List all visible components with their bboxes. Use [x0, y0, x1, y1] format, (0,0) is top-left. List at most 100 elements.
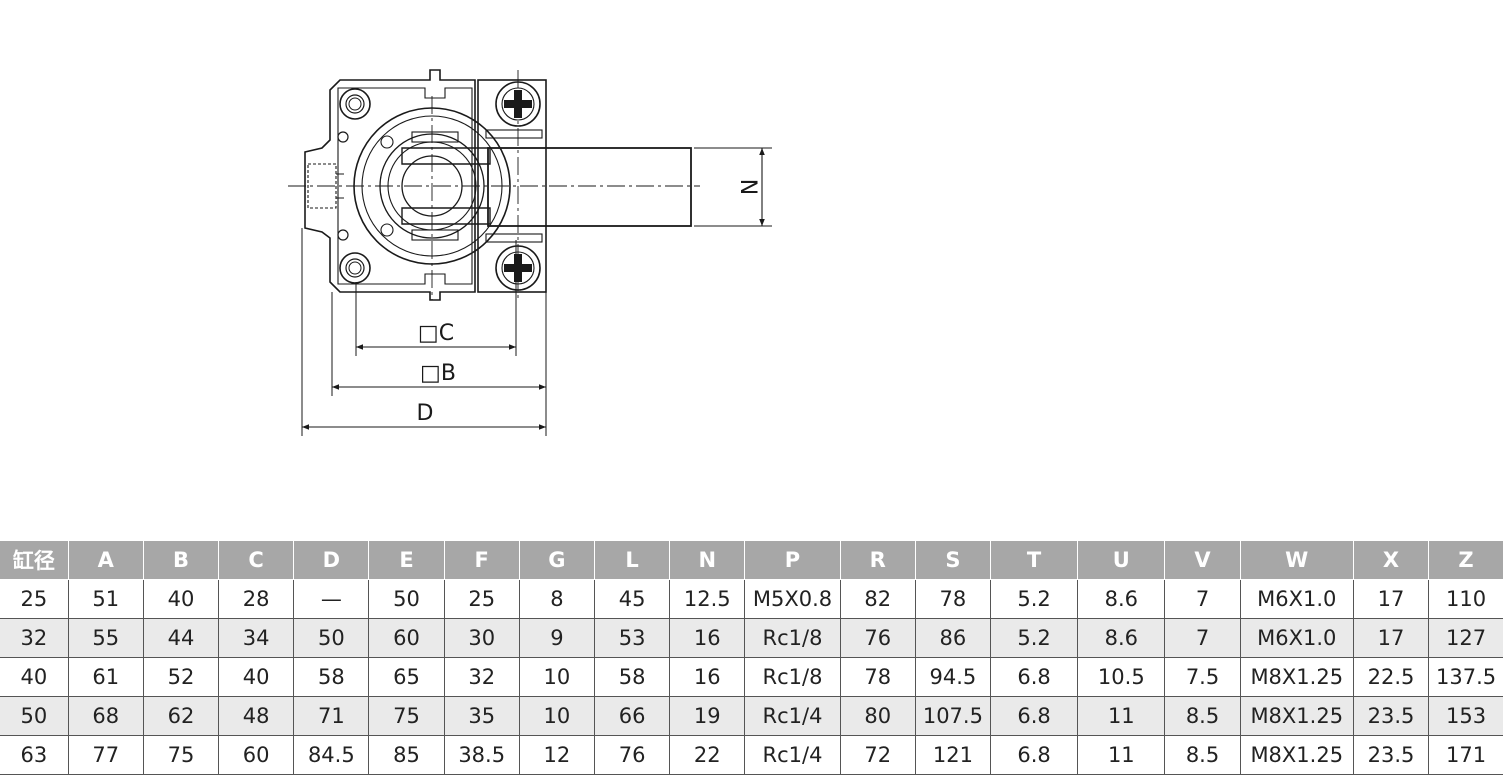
- table-cell: 6.8: [989, 735, 1078, 775]
- table-cell: 68: [67, 696, 144, 736]
- table-cell: 65: [368, 657, 445, 697]
- column-header: F: [443, 541, 520, 580]
- table-cell: 60: [368, 618, 445, 658]
- table-cell: 19: [669, 696, 745, 736]
- column-header: D: [293, 541, 369, 580]
- table-cell: 137.5: [1428, 657, 1503, 697]
- table-cell: 63: [0, 735, 69, 775]
- table-cell: 66: [593, 696, 670, 736]
- table-cell: 40: [0, 657, 69, 697]
- table-cell: 23.5: [1352, 735, 1429, 775]
- table-cell: 48: [218, 696, 294, 736]
- column-header: L: [593, 541, 670, 580]
- table-cell: 50: [368, 579, 445, 619]
- table-cell: 30: [443, 618, 520, 658]
- table-cell: 60: [218, 735, 294, 775]
- table-cell: 12: [518, 735, 595, 775]
- table-cell: 82: [839, 579, 916, 619]
- table-cell: 23.5: [1352, 696, 1429, 736]
- table-cell: 94.5: [914, 657, 991, 697]
- column-header: B: [142, 541, 219, 580]
- table-cell: 50: [0, 696, 69, 736]
- table-cell: 22: [669, 735, 745, 775]
- table-cell: 50: [293, 618, 369, 658]
- table-cell: 34: [218, 618, 294, 658]
- table-cell: 16: [669, 618, 745, 658]
- table-cell: 25: [443, 579, 520, 619]
- table-cell: 8.5: [1164, 696, 1241, 736]
- table-cell: 75: [368, 696, 445, 736]
- column-header: X: [1352, 541, 1429, 580]
- table-cell: 62: [142, 696, 219, 736]
- table-cell: M5X0.8: [744, 579, 841, 619]
- column-header: N: [669, 541, 745, 580]
- table-cell: 58: [293, 657, 369, 697]
- table-cell: 121: [914, 735, 991, 775]
- table-cell: Rc1/8: [744, 618, 841, 658]
- table-cell: 6.8: [989, 657, 1078, 697]
- table-cell: 171: [1428, 735, 1503, 775]
- table-cell: 77: [67, 735, 144, 775]
- table-cell: 76: [593, 735, 670, 775]
- table-cell: M6X1.0: [1239, 618, 1354, 658]
- table-cell: Rc1/4: [744, 696, 841, 736]
- table-cell: 76: [839, 618, 916, 658]
- table-cell: 28: [218, 579, 294, 619]
- table-cell: 40: [142, 579, 219, 619]
- table-cell: Rc1/8: [744, 657, 841, 697]
- table-cell: 80: [839, 696, 916, 736]
- table-cell: 35: [443, 696, 520, 736]
- table-cell: 6.8: [989, 696, 1078, 736]
- table-cell: 17: [1352, 579, 1429, 619]
- table-cell: 78: [914, 579, 991, 619]
- table-cell: 85: [368, 735, 445, 775]
- bolt-bottom-left: [339, 252, 371, 284]
- column-header: R: [839, 541, 916, 580]
- dim-d-label: D: [417, 401, 434, 426]
- table-cell: 5.2: [989, 579, 1078, 619]
- table-cell: 40: [218, 657, 294, 697]
- column-header: G: [518, 541, 595, 580]
- table-cell: 52: [142, 657, 219, 697]
- column-header: C: [218, 541, 294, 580]
- table-cell: 86: [914, 618, 991, 658]
- column-header: T: [989, 541, 1078, 580]
- column-header: Z: [1428, 541, 1503, 580]
- column-header: E: [368, 541, 445, 580]
- table-cell: —: [293, 579, 369, 619]
- table-cell: 17: [1352, 618, 1429, 658]
- table-cell: M8X1.25: [1239, 696, 1354, 736]
- column-header: W: [1239, 541, 1354, 580]
- table-cell: 25: [0, 579, 69, 619]
- table-cell: 7: [1164, 618, 1241, 658]
- column-header: 缸径: [0, 541, 69, 580]
- table-cell: 32: [0, 618, 69, 658]
- table-cell: 75: [142, 735, 219, 775]
- table-cell: 8.5: [1164, 735, 1241, 775]
- body-outline: [304, 69, 476, 301]
- table-cell: 8.6: [1077, 618, 1165, 658]
- table-cell: M8X1.25: [1239, 657, 1354, 697]
- table-cell: Rc1/4: [744, 735, 841, 775]
- table-cell: 153: [1428, 696, 1503, 736]
- table-cell: 45: [593, 579, 670, 619]
- table-cell: 51: [67, 579, 144, 619]
- bolt-top-left: [339, 88, 371, 120]
- table-cell: 8.6: [1077, 579, 1165, 619]
- table-cell: 11: [1077, 735, 1165, 775]
- table-cell: 84.5: [293, 735, 369, 775]
- table-cell: 72: [839, 735, 916, 775]
- table-cell: 7: [1164, 579, 1241, 619]
- column-header: U: [1077, 541, 1165, 580]
- table-cell: 32: [443, 657, 520, 697]
- table-cell: 107.5: [914, 696, 991, 736]
- table-cell: M8X1.25: [1239, 735, 1354, 775]
- table-cell: 22.5: [1352, 657, 1429, 697]
- table-cell: M6X1.0: [1239, 579, 1354, 619]
- table-cell: 10: [518, 657, 595, 697]
